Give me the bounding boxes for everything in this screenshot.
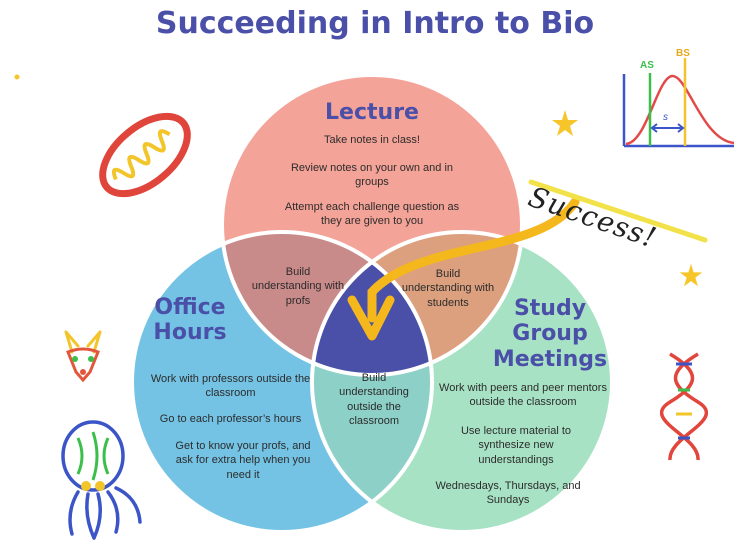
study-group-item-1: Work with peers and peer mentors outside…: [439, 382, 607, 409]
office-hours-heading-line-2: Hours: [153, 320, 227, 346]
success-underline-icon: [528, 179, 708, 243]
office-hours-item-2: Go to each professor’s hours: [159, 413, 302, 425]
lecture-outline: [220, 73, 524, 377]
graph-doodle: AS BS s: [612, 48, 737, 153]
lecture-heading: Lecture: [325, 100, 419, 125]
mitochondrion-icon: [99, 112, 191, 198]
study-group-item-3: Wednesdays, Thursdays, and Sundays: [435, 480, 581, 507]
study-group-heading-line-3: Meetings: [492, 346, 608, 372]
office-hours-heading-line-1: Office: [154, 295, 226, 320]
page-title: Succeeding in Intro to Bio: [155, 6, 595, 41]
star-icon: [679, 263, 703, 287]
distribution-graph-icon: [622, 58, 735, 148]
lecture-item-3: Attempt each challenge question as they …: [284, 201, 460, 228]
study-group-heading-line-1: Study: [513, 296, 587, 321]
success-doodle: Success!: [524, 170, 725, 255]
overlap-office-study: Build understanding outside the classroo…: [339, 372, 409, 427]
study-group-heading-line-2: Group: [512, 321, 588, 347]
graph-label-s: s: [663, 112, 668, 123]
overlap-lecture-office: Build understanding with profs: [251, 266, 345, 307]
lecture-item-2: Review notes on your own and in groups: [290, 162, 454, 189]
graph-label-bs: BS: [676, 48, 690, 59]
office-hours-item-3: Get to know your profs, and ask for extr…: [175, 440, 311, 481]
arrow-head: [347, 295, 395, 341]
overlap-lecture-study: Build understanding with students: [401, 268, 495, 309]
study-group-outline: [310, 230, 614, 534]
office-hours-heading: Office Hours: [135, 295, 245, 346]
arrow-to-center: [367, 197, 580, 323]
study-group-item-2: Use lecture material to synthesize new u…: [460, 425, 572, 466]
graph-label-as: AS: [640, 60, 654, 71]
study-group-heading: Study Group Meetings: [490, 296, 610, 372]
star-icon: [552, 110, 578, 136]
office-hours-item-1: Work with professors outside the classro…: [150, 373, 311, 400]
fox-face-icon: [64, 330, 102, 383]
bacteriophage-icon: [61, 420, 142, 540]
dna-helix-icon: [660, 352, 708, 461]
lecture-item-1: Take notes in class!: [324, 134, 420, 146]
office-hours-outline: [130, 230, 434, 534]
dot-icon: [14, 74, 20, 80]
